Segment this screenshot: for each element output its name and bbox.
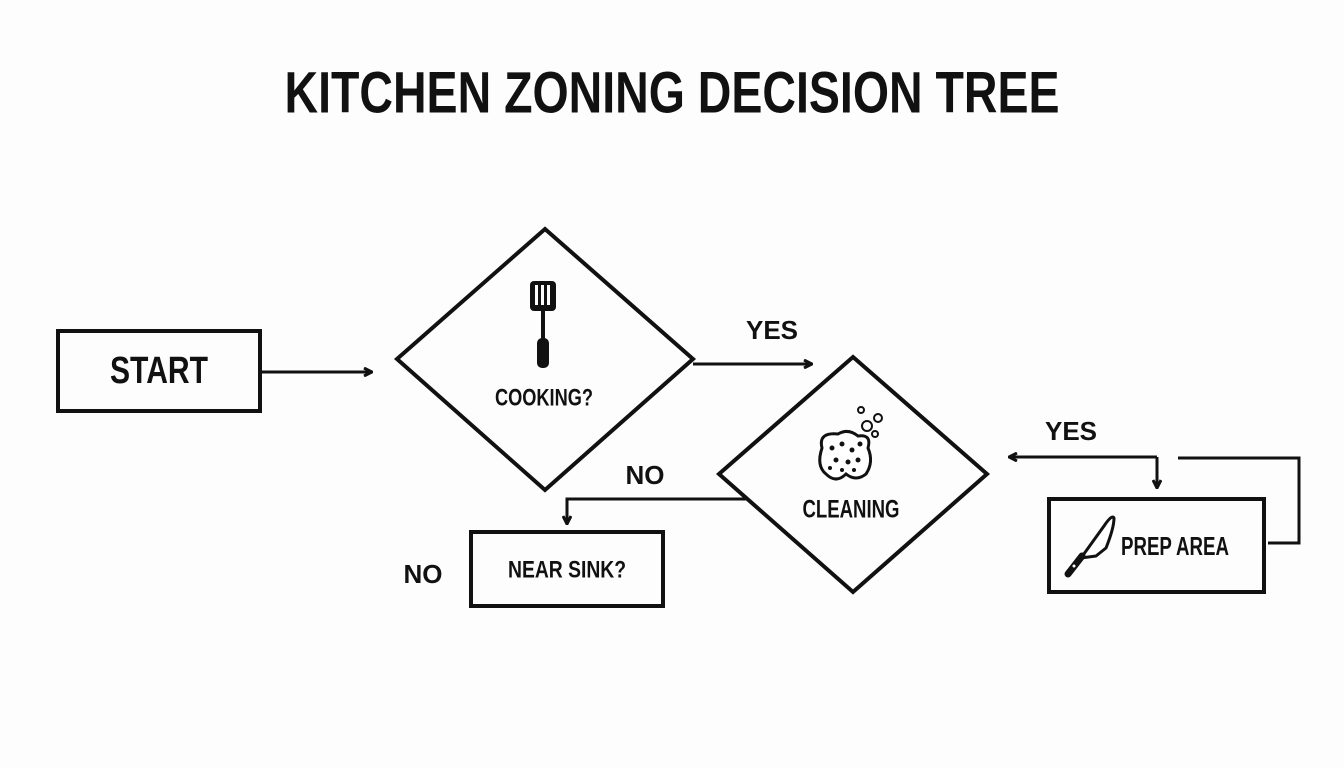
prep-area-node: PREP AREA bbox=[1047, 497, 1266, 594]
diagram-title: KITCHEN ZONING DECISION TREE bbox=[285, 60, 1060, 125]
cooking-decision-node: COOKING? bbox=[393, 226, 697, 493]
spatula-icon bbox=[530, 281, 556, 368]
start-label: START bbox=[110, 350, 208, 392]
near-sink-no-label: NO bbox=[404, 559, 443, 589]
cleaning-diamond bbox=[715, 354, 991, 595]
near-sink-box bbox=[469, 530, 665, 608]
cooking-diamond bbox=[393, 226, 697, 493]
prep-area-box bbox=[1047, 497, 1266, 594]
cooking-yes-label: YES bbox=[746, 315, 798, 345]
cleaning-label: CLEANING bbox=[803, 496, 900, 524]
cleaning-decision-node: CLEANING bbox=[715, 354, 991, 595]
arrow-cleaning-no bbox=[567, 497, 748, 524]
knife-icon bbox=[1064, 515, 1116, 578]
start-node: START bbox=[56, 329, 262, 413]
near-sink-label: NEAR SINK? bbox=[508, 556, 626, 583]
prep-area-label: PREP AREA bbox=[1121, 531, 1229, 561]
sponge-icon bbox=[818, 406, 883, 481]
start-box bbox=[56, 329, 262, 413]
prep-yes-label: YES bbox=[1045, 416, 1097, 446]
near-sink-node: NEAR SINK? bbox=[469, 530, 665, 608]
prep-area-loop-line bbox=[1178, 456, 1301, 545]
cooking-no-label: NO bbox=[626, 460, 665, 490]
cooking-label: COOKING? bbox=[495, 384, 593, 411]
